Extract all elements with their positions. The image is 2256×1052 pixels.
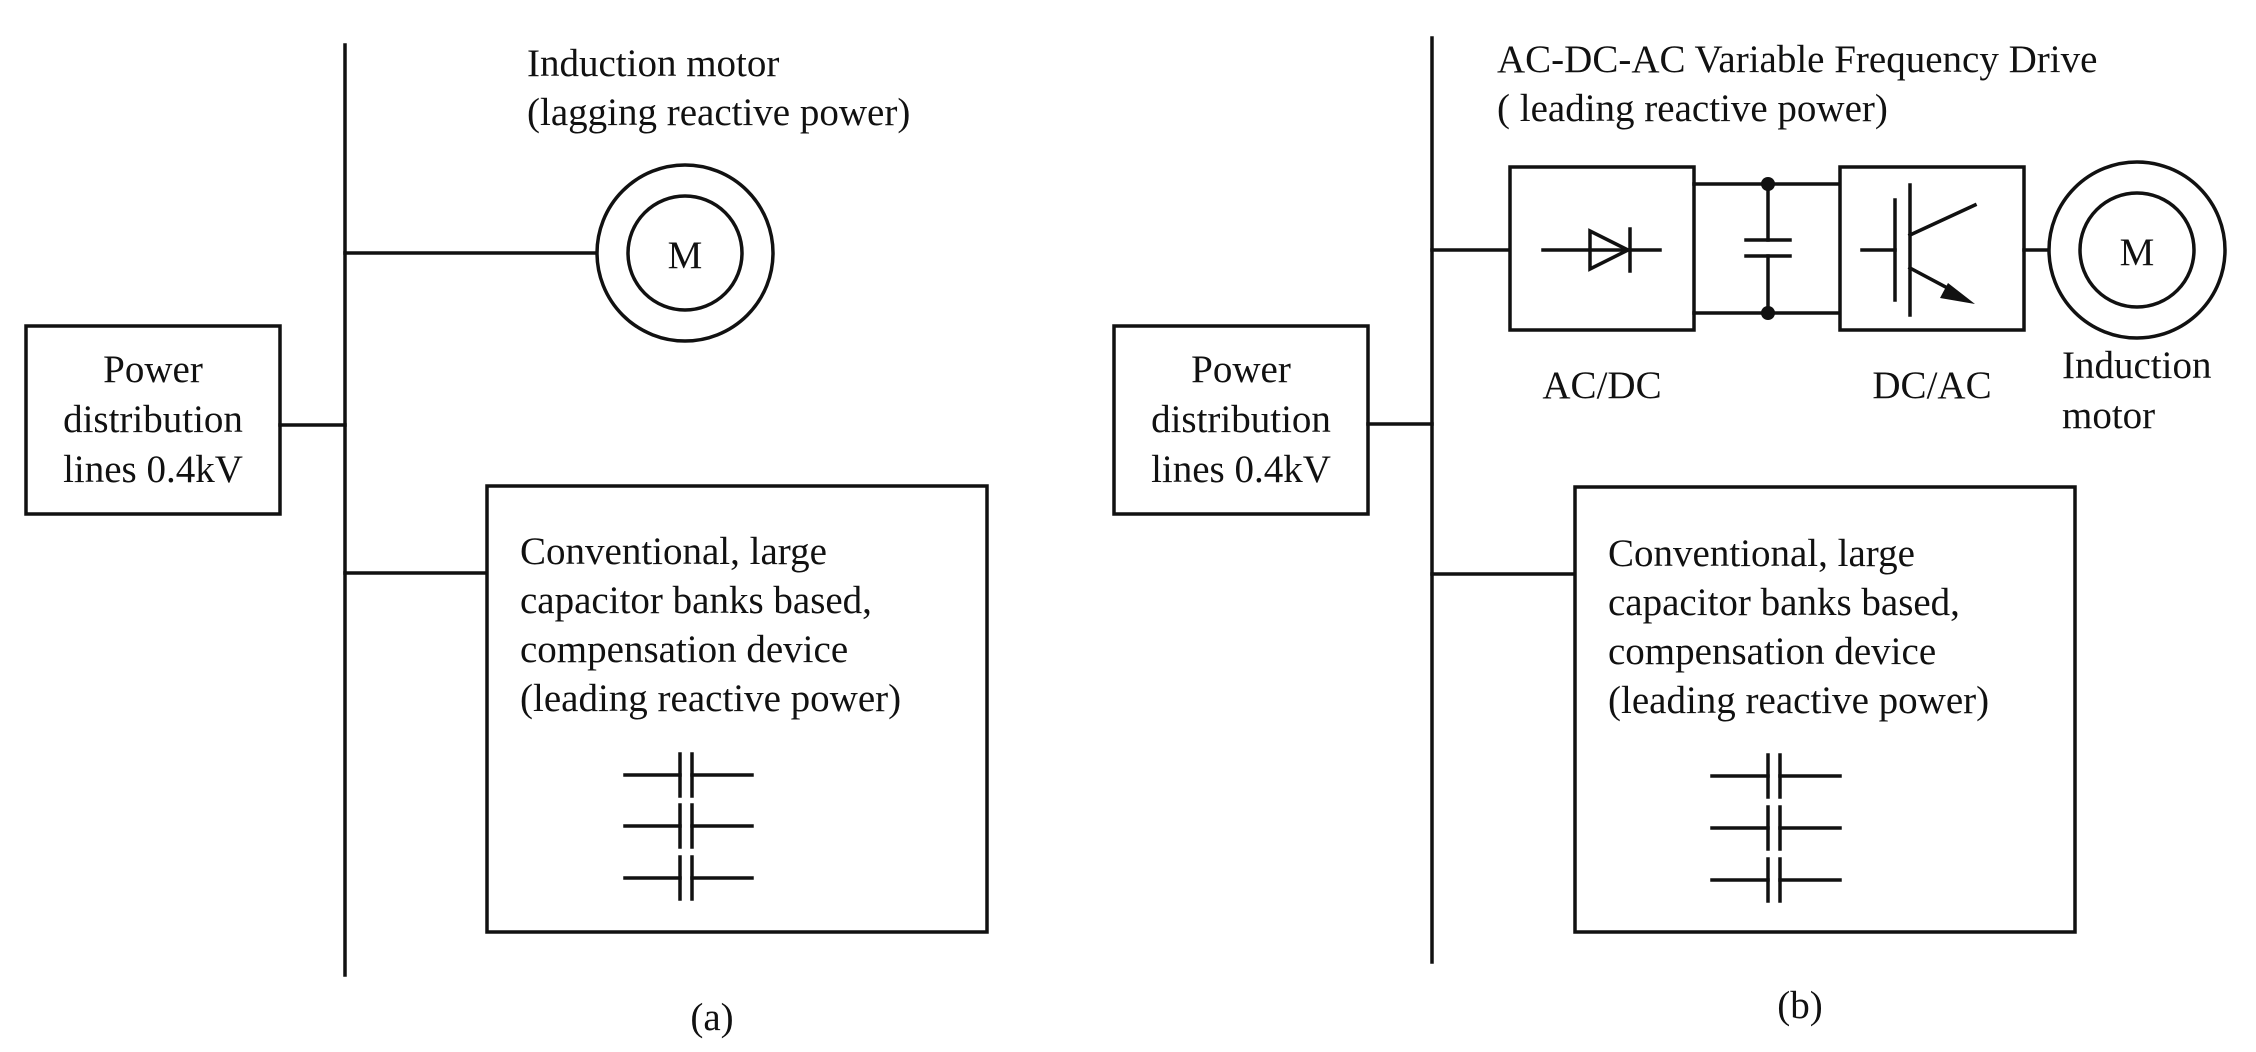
panel-a-source-line3: lines 0.4kV [63, 448, 243, 491]
panel-b-capacitor-icon [1710, 805, 1842, 851]
igbt-transistor-icon [1860, 183, 1978, 317]
panel-b-source-line3: lines 0.4kV [1151, 448, 1331, 491]
panel-a-capacitor-icon [623, 855, 754, 901]
panel-a-capacitor-icon [623, 803, 754, 849]
panel-a-source-line1: Power [103, 348, 203, 391]
panel-b-compensator-line3: compensation device [1608, 630, 1936, 673]
panel-b-inverter-box [1838, 165, 2026, 332]
panel-a-source-box: Power distribution lines 0.4kV [24, 324, 282, 516]
panel-b-caption: (b) [1777, 984, 1822, 1027]
panel-a-motor-title-line1: Induction motor [527, 42, 779, 85]
panel-b: Power distribution lines 0.4kV AC-DC-AC … [1112, 36, 2227, 1027]
panel-b-rectifier-label: AC/DC [1542, 364, 1661, 407]
panel-b-capacitor-icon [1710, 857, 1842, 903]
panel-a-compensator-line4: (leading reactive power) [520, 677, 901, 720]
panel-b-inverter-label: DC/AC [1872, 364, 1991, 407]
panel-b-motor-label-line1: Induction [2062, 344, 2211, 387]
panel-a-capacitor-icon [623, 752, 754, 798]
panel-a: Power distribution lines 0.4kV M Inducti… [24, 42, 989, 1039]
panel-b-compensator-line2: capacitor banks based, [1608, 581, 1960, 624]
panel-a-compensator-line1: Conventional, large [520, 530, 827, 573]
panel-b-compensator-line1: Conventional, large [1608, 532, 1915, 575]
panel-a-motor-title-line2: (lagging reactive power) [527, 91, 910, 134]
panel-a-compensator-box: Conventional, large capacitor banks base… [485, 484, 989, 934]
panel-a-compensator-line2: capacitor banks based, [520, 579, 872, 622]
panel-b-dc-link [1692, 177, 1842, 320]
panel-b-drive-title-line2: ( leading reactive power) [1497, 87, 1888, 130]
panel-b-drive-title-line1: AC-DC-AC Variable Frequency Drive [1497, 38, 2097, 81]
panel-a-motor-symbol: M [595, 163, 775, 343]
panel-b-compensator-line4: (leading reactive power) [1608, 679, 1989, 722]
panel-b-source-line2: distribution [1151, 398, 1331, 441]
panel-a-source-line2: distribution [63, 398, 243, 441]
panel-b-compensator-box: Conventional, large capacitor banks base… [1573, 485, 2077, 934]
panel-b-capacitor-icon [1710, 753, 1842, 799]
panel-a-caption: (a) [690, 996, 733, 1039]
panel-b-rectifier-box [1508, 165, 1696, 332]
panel-a-compensator-line3: compensation device [520, 628, 848, 671]
dc-link-capacitor-icon [1744, 238, 1792, 258]
panel-b-motor-letter: M [2120, 231, 2155, 274]
diode-icon [1541, 227, 1662, 273]
panel-a-motor-letter: M [668, 234, 703, 277]
panel-b-source-line1: Power [1191, 348, 1291, 391]
panel-b-motor-label-line2: motor [2062, 394, 2155, 437]
panel-b-source-box: Power distribution lines 0.4kV [1112, 324, 1370, 516]
panel-b-motor-symbol: M [2047, 160, 2227, 340]
